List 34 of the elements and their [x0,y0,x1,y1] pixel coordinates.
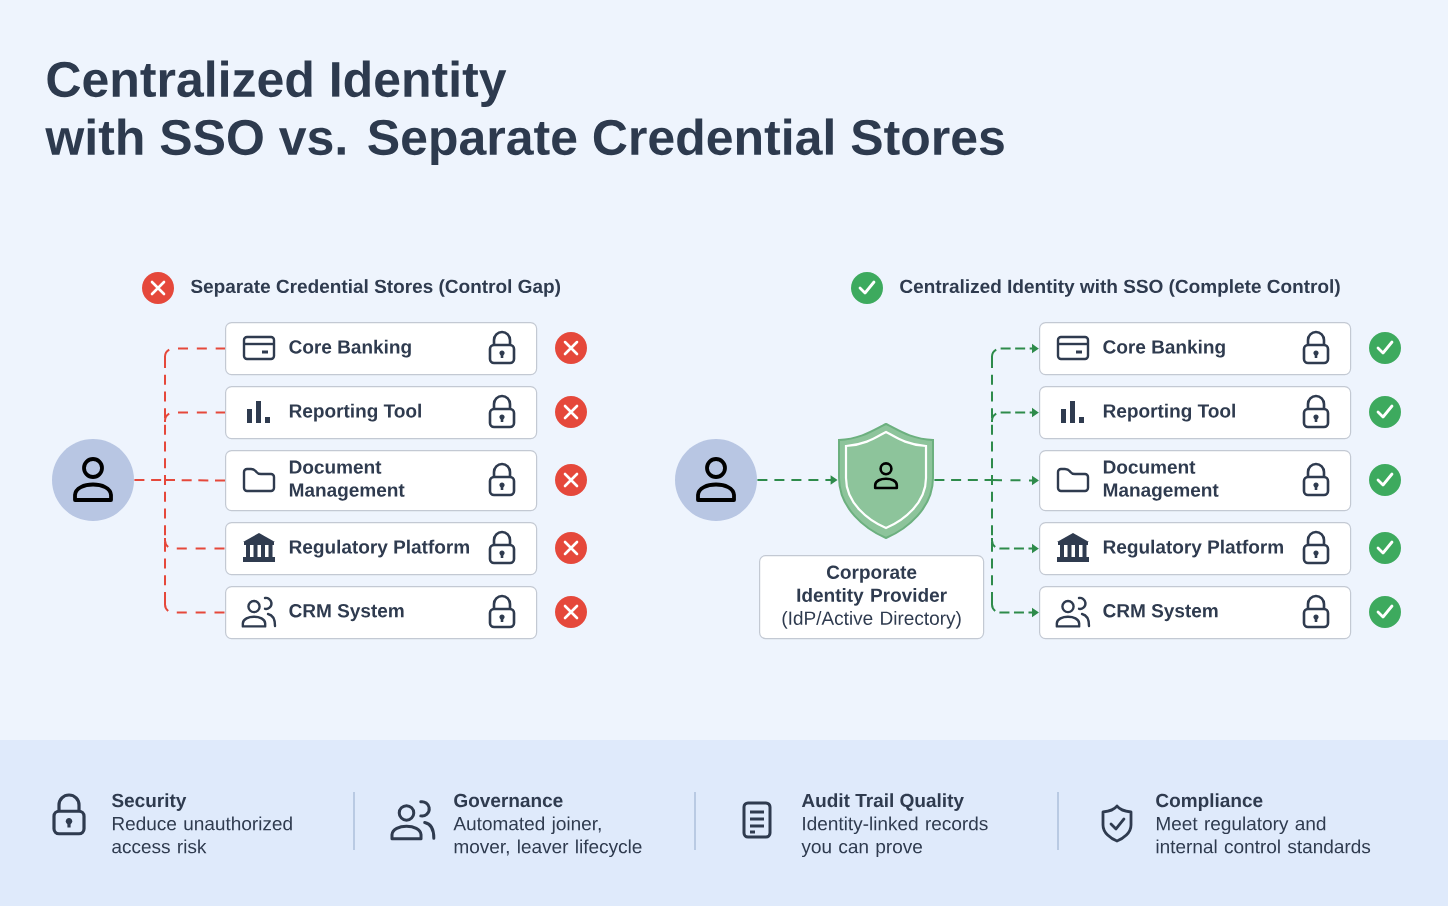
feature-description: Reduce unauthorized access risk [112,816,292,854]
feature-description: Automated joiner, mover, leaver lifecycle [453,816,642,858]
feature-heading: Compliance [1156,793,1263,811]
connector-line [164,601,226,614]
section-heading: Separate Credential Stores (Control Gap) [190,279,561,297]
app-box: Reporting Tool [1039,386,1352,440]
title: Centralized Identity with SSO vs. Separate Credential Stores [45,60,1004,165]
app-box: CRM System [225,586,538,640]
arrow [991,343,1039,359]
app-box: Document Management [225,450,538,512]
connector-line [133,357,166,603]
arrow [991,407,1039,423]
section-heading: Centralized Identity with SSO (Complete Control) [900,279,1340,297]
person-avatar [675,439,757,521]
connector-line [164,411,226,423]
feature-heading: Audit Trail Quality [801,793,964,811]
app-box: Reporting Tool [225,386,538,440]
app-box: Regulatory Platform [225,522,538,576]
app-box: Regulatory Platform [1039,522,1352,576]
feature-heading: Governance [454,793,563,808]
connector-line [164,479,226,482]
shield [838,423,934,539]
app-box: CRM System [1039,586,1352,640]
feature-heading: Security [111,793,187,811]
app-box: Document Management [1039,450,1352,512]
connector-line [164,347,226,359]
feature-description: Identity-linked records you can prove [801,816,988,858]
app-box: Core Banking [1039,322,1352,376]
text-box: Corporate Identity Provider (IdP/Active Directory) [759,555,985,640]
connector-line [164,537,226,550]
feature-description: Meet regulatory and internal control standards [1156,816,1371,854]
app-box: Core Banking [225,322,538,376]
connector-line [933,357,993,603]
person-avatar [52,439,134,521]
